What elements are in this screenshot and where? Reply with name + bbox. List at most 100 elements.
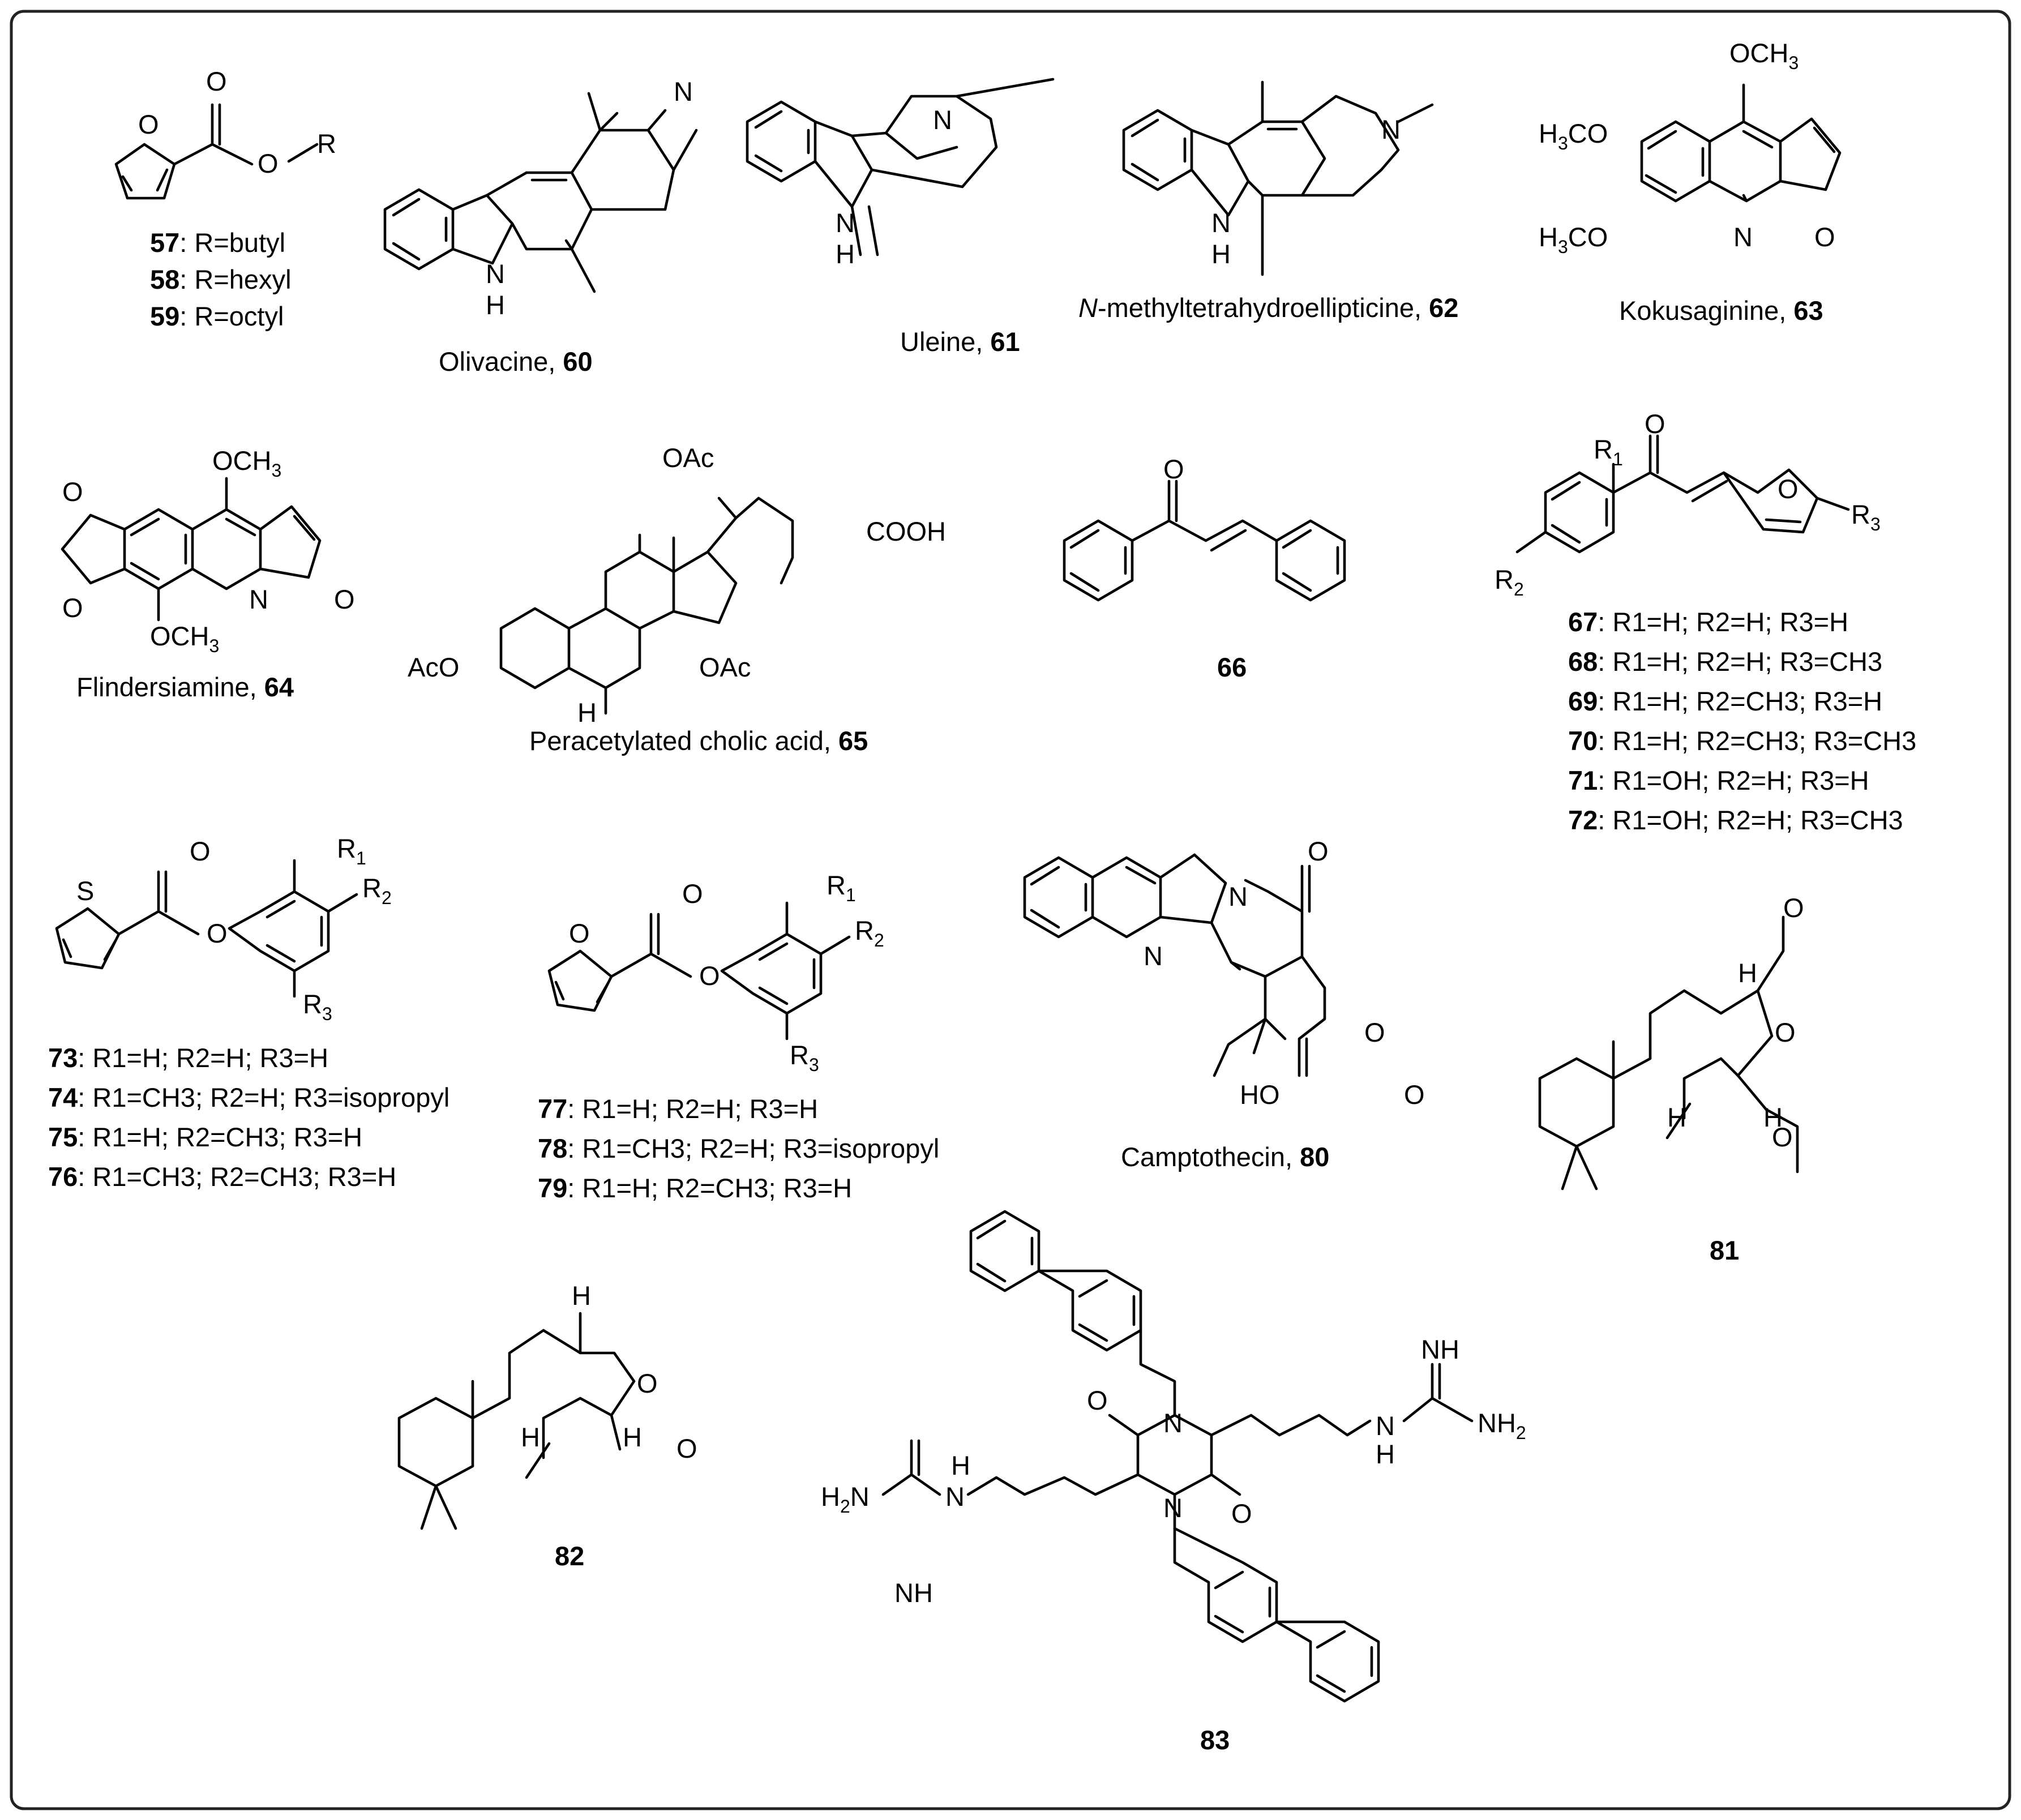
atom-O: O [1404, 1080, 1425, 1110]
atom-N: N [1733, 222, 1753, 252]
atom-O: O [676, 1433, 697, 1463]
structure-82: H O O H H [397, 1281, 697, 1530]
label-79: 79: R1=H; R2=CH3; R3=H [538, 1173, 852, 1203]
atom-R3: R3 [303, 989, 332, 1024]
atom-O: O [682, 879, 703, 909]
structure-57-59: O O O R [114, 66, 336, 200]
atom-NH: NH [1421, 1334, 1459, 1364]
structure-62: N N H [1122, 80, 1434, 276]
structure-81: H O O O H H [1538, 893, 1804, 1191]
label-60: Olivacine, 60 [439, 346, 593, 376]
label-82: 82 [555, 1541, 584, 1571]
structure-80: N N O O O HO [1023, 836, 1425, 1110]
atom-OCH3: OCH3 [212, 446, 281, 481]
atom-O: O [1163, 454, 1184, 484]
atom-H: H [1211, 239, 1231, 269]
structure-63: H3CO H3CO OCH3 N O [1539, 38, 1842, 257]
atom-N: N [674, 76, 693, 106]
atom-O: O [1814, 222, 1835, 252]
atom-N: N [836, 208, 855, 238]
label-81: 81 [1710, 1235, 1739, 1265]
atom-O: O [699, 961, 720, 991]
atom-O: O [62, 477, 83, 507]
label-70: 70: R1=H; R2=CH3; R3=CH3 [1568, 726, 1916, 756]
atom-H: H [1738, 958, 1757, 988]
label-69: 69: R1=H; R2=CH3; R3=H [1568, 686, 1882, 716]
structure-64: O O OCH3 OCH3 N O [61, 446, 355, 656]
atom-N: N [1228, 881, 1248, 911]
atom-R3: R3 [1851, 499, 1881, 534]
atom-OAc: OAc [699, 652, 751, 682]
label-63: Kokusaginine, 63 [1619, 296, 1823, 326]
structure-65: OAc COOH AcO OAc H [408, 443, 946, 727]
label-65: Peracetylated cholic acid, 65 [529, 726, 868, 756]
label-list-73-76: 73: R1=H; R2=H; R3=H 74: R1=CH3; R2=H; R… [48, 1043, 449, 1192]
label-67: 67: R1=H; R2=H; R3=H [1568, 607, 1848, 637]
label-75: 75: R1=H; R2=CH3; R3=H [48, 1122, 362, 1152]
atom-H: H [951, 1450, 970, 1480]
label-77: 77: R1=H; R2=H; R3=H [538, 1094, 818, 1124]
label-58: 58: R=hexyl [150, 264, 292, 294]
atom-O: O [1645, 409, 1665, 439]
figure-frame [10, 10, 2011, 1810]
atom-R1: R1 [1594, 434, 1623, 469]
atom-H: H [623, 1422, 642, 1452]
atom-H: H [1667, 1102, 1686, 1132]
atom-O: O [569, 918, 590, 948]
atom-HO: HO [1240, 1080, 1280, 1110]
atom-O: O [190, 836, 211, 866]
label-74: 74: R1=CH3; R2=H; R3=isopropyl [48, 1082, 449, 1112]
atom-H: H [1376, 1439, 1395, 1469]
label-61: Uleine, 61 [900, 327, 1020, 357]
atom-R: R [317, 129, 336, 159]
atom-OCH3: OCH3 [1729, 38, 1799, 73]
label-71: 71: R1=OH; R2=H; R3=H [1568, 765, 1869, 795]
label-73: 73: R1=H; R2=H; R3=H [48, 1043, 328, 1073]
atom-S: S [76, 876, 94, 906]
atom-R1: R1 [337, 833, 366, 868]
structure-67-72: R1 R2 R3 O O [1495, 409, 1881, 599]
structure-60: N N H [383, 76, 698, 320]
atom-R3: R3 [790, 1040, 819, 1075]
atom-H: H [521, 1422, 540, 1452]
atom-COOH: COOH [866, 516, 946, 546]
atom-N: N [1376, 1411, 1395, 1441]
atom-H3CO: H3CO [1539, 118, 1608, 153]
atom-H2N: H2N [821, 1481, 870, 1517]
label-83: 83 [1200, 1725, 1230, 1755]
atom-N: N [1144, 941, 1163, 971]
label-72: 72: R1=OH; R2=H; R3=CH3 [1568, 805, 1903, 835]
atom-H3CO: H3CO [1539, 222, 1608, 257]
structure-73-76: S O O R1 R2 R3 [55, 833, 392, 1024]
atom-R2: R2 [1495, 564, 1524, 599]
atom-H: H [1763, 1102, 1783, 1132]
label-80: Camptothecin, 80 [1121, 1142, 1329, 1172]
structure-61: N N H [746, 78, 1055, 269]
atom-O: O [334, 584, 355, 614]
atom-R2: R2 [362, 873, 392, 908]
label-57: 57: R=butyl [150, 228, 285, 258]
label-76: 76: R1=CH3; R2=CH3; R3=H [48, 1162, 396, 1192]
atom-NH2: NH2 [1478, 1408, 1526, 1443]
structure-83: N N O O N H NH NH2 H N H2N NH [821, 1210, 1526, 1703]
atom-H: H [577, 697, 597, 727]
atom-O: O [258, 148, 279, 178]
structure-66: O [1063, 454, 1346, 602]
atom-O: O [1364, 1017, 1385, 1047]
atom-OAc: OAc [662, 443, 714, 473]
atom-N: N [945, 1481, 965, 1511]
atom-H: H [836, 239, 855, 269]
atom-O: O [138, 109, 159, 139]
label-66: 66 [1217, 652, 1247, 682]
atom-N: N [1163, 1493, 1183, 1523]
atom-N: N [486, 259, 505, 289]
atom-O: O [1783, 893, 1804, 923]
structure-77-79: O O O R1 R2 R3 [547, 870, 884, 1075]
atom-O: O [1772, 1122, 1793, 1152]
atom-O: O [1775, 1017, 1796, 1047]
atom-N: N [1381, 114, 1401, 144]
label-list-77-79: 77: R1=H; R2=H; R3=H 78: R1=CH3; R2=H; R… [538, 1094, 939, 1203]
atom-H: H [486, 290, 505, 320]
atom-O: O [1308, 836, 1329, 866]
